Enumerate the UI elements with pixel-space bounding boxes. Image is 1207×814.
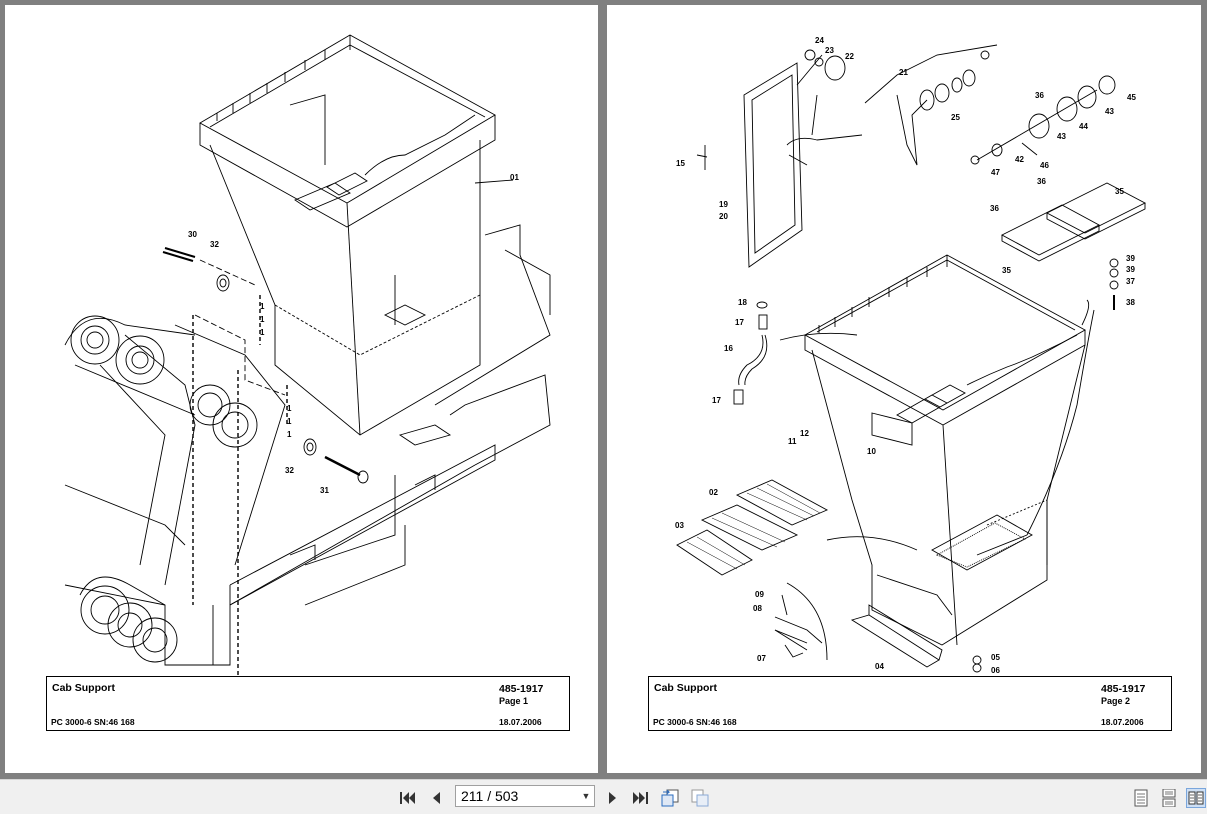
callout-21: 21 [899, 68, 908, 77]
callout-47: 47 [991, 168, 1000, 177]
callout-07: 07 [757, 654, 766, 663]
cab-support-drawing-1: 01 30 32 1 1 1 1 1 1 32 31 [64, 34, 551, 675]
previous-page-icon[interactable] [427, 788, 447, 808]
callout-11: 11 [788, 437, 797, 446]
machine-model: PC 3000-6 SN:46 168 [653, 717, 737, 727]
callout-20: 20 [719, 212, 728, 221]
machine-model: PC 3000-6 SN:46 168 [51, 717, 135, 727]
callout-38: 38 [1126, 298, 1135, 307]
callout-35: 35 [1002, 266, 1011, 275]
callout-36: 36 [990, 204, 999, 213]
callout-01: 01 [510, 173, 519, 182]
page-number-select[interactable]: 211 / 503 ▼ [455, 785, 595, 807]
callout-17: 17 [735, 318, 744, 327]
page-indicator: 211 / 503 [461, 788, 519, 804]
callout-44: 44 [1079, 122, 1088, 131]
callout-02: 02 [709, 488, 718, 497]
callout-36: 36 [1035, 91, 1044, 100]
drawing-title: Cab Support [52, 682, 115, 694]
cab-support-drawing-2: 24 23 22 21 25 36 45 43 44 43 42 46 47 1… [675, 36, 1146, 675]
drawing-number: 485-1917 [499, 683, 544, 695]
callout-1: 1 [287, 417, 292, 426]
drawing-number: 485-1917 [1101, 683, 1146, 695]
callout-12: 12 [800, 429, 809, 438]
drawing-title: Cab Support [654, 682, 717, 694]
two-page-view-icon[interactable] [1186, 788, 1206, 808]
next-page-icon[interactable] [602, 788, 622, 808]
chevron-down-icon: ▼ [581, 791, 591, 801]
callout-16: 16 [724, 344, 733, 353]
callout-42: 42 [1015, 155, 1024, 164]
callout-05: 05 [991, 653, 1000, 662]
callout-1: 1 [287, 430, 292, 439]
callout-04: 04 [875, 662, 884, 671]
continuous-view-icon[interactable] [1159, 788, 1179, 808]
callout-03: 03 [675, 521, 684, 530]
go-forward-view-icon[interactable] [690, 788, 710, 808]
callout-22: 22 [845, 52, 854, 61]
go-back-view-icon[interactable] [660, 788, 680, 808]
callout-43: 43 [1105, 107, 1114, 116]
callout-37: 37 [1126, 277, 1135, 286]
document-page-2: 24 23 22 21 25 36 45 43 44 43 42 46 47 1… [607, 5, 1201, 773]
first-page-icon[interactable] [398, 788, 418, 808]
callout-39: 39 [1126, 265, 1135, 274]
callout-35: 35 [1115, 187, 1124, 196]
callout-23: 23 [825, 46, 834, 55]
drawing-date: 18.07.2006 [1101, 717, 1144, 727]
callout-1: 1 [260, 328, 265, 337]
callout-36: 36 [1037, 177, 1046, 186]
callout-39: 39 [1126, 254, 1135, 263]
callout-24: 24 [815, 36, 824, 45]
callout-1: 1 [287, 404, 292, 413]
callout-19: 19 [719, 200, 728, 209]
navigation-toolbar: 211 / 503 ▼ [0, 779, 1207, 814]
single-page-view-icon[interactable] [1131, 788, 1151, 808]
last-page-icon[interactable] [630, 788, 650, 808]
callout-30: 30 [188, 230, 197, 239]
drawing-page-label: Page 2 [1101, 696, 1131, 706]
title-block: Cab Support 485-1917 Page 1 PC 3000-6 SN… [46, 676, 570, 731]
callout-18: 18 [738, 298, 747, 307]
drawing-date: 18.07.2006 [499, 717, 542, 727]
callout-25: 25 [951, 113, 960, 122]
title-block: Cab Support 485-1917 Page 2 PC 3000-6 SN… [648, 676, 1172, 731]
callout-15: 15 [676, 159, 685, 168]
callout-45: 45 [1127, 93, 1136, 102]
callout-46: 46 [1040, 161, 1049, 170]
callout-32: 32 [285, 466, 294, 475]
callout-1: 1 [260, 302, 265, 311]
drawing-page-label: Page 1 [499, 696, 529, 706]
callout-1: 1 [260, 315, 265, 324]
callout-09: 09 [755, 590, 764, 599]
callout-10: 10 [867, 447, 876, 456]
document-page-1: 01 30 32 1 1 1 1 1 1 32 31 Cab Support 4… [5, 5, 598, 773]
callout-32: 32 [210, 240, 219, 249]
callout-31: 31 [320, 486, 329, 495]
callout-17: 17 [712, 396, 721, 405]
callout-43: 43 [1057, 132, 1066, 141]
callout-06: 06 [991, 666, 1000, 675]
callout-08: 08 [753, 604, 762, 613]
